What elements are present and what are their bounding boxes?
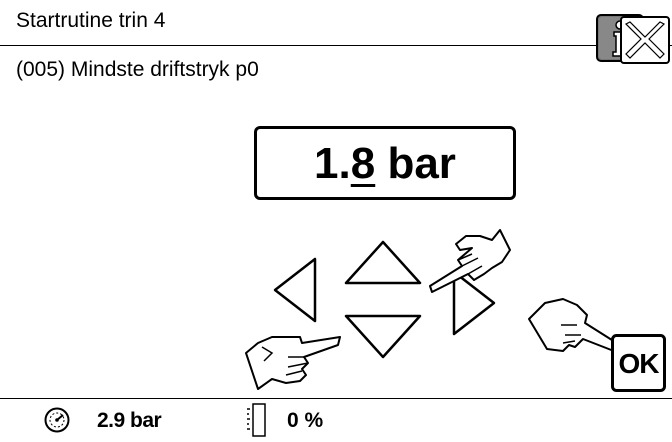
ok-button-shape bbox=[611, 334, 666, 392]
arrow-down-icon bbox=[344, 314, 422, 359]
close-icon bbox=[624, 21, 666, 59]
value-prefix: 1. bbox=[314, 139, 351, 188]
pointing-hand-icon bbox=[245, 336, 341, 390]
page-title: Startrutine trin 4 bbox=[16, 9, 166, 32]
increase-value-button[interactable] bbox=[343, 239, 423, 287]
value-unit: bar bbox=[375, 139, 456, 188]
value-display: 1.8 bar bbox=[254, 126, 516, 200]
next-digit-button[interactable] bbox=[448, 270, 498, 336]
status-level: 0 % bbox=[287, 409, 324, 432]
tank-level-icon bbox=[247, 403, 266, 437]
pointing-hand-icon bbox=[528, 298, 624, 354]
decrease-value-button[interactable] bbox=[343, 313, 423, 361]
arrow-right-icon bbox=[452, 270, 496, 336]
arrow-left-icon bbox=[273, 257, 317, 323]
status-bar: 2.9 bar 0 % bbox=[0, 398, 672, 442]
title-bar: Startrutine trin 4 bbox=[0, 0, 672, 46]
value-editing-digit: 8 bbox=[350, 139, 376, 188]
pressure-gauge-icon bbox=[44, 407, 70, 433]
pointing-hand-icon bbox=[429, 229, 511, 293]
arrow-up-icon bbox=[344, 240, 422, 285]
close-button[interactable] bbox=[620, 16, 670, 64]
ok-button[interactable]: OK bbox=[611, 334, 666, 392]
ok-label: OK bbox=[618, 348, 660, 379]
decrease-digit-button[interactable] bbox=[271, 257, 321, 323]
status-pressure: 2.9 bar bbox=[97, 409, 162, 432]
parameter-label: (005) Mindste driftstryk p0 bbox=[16, 58, 259, 81]
